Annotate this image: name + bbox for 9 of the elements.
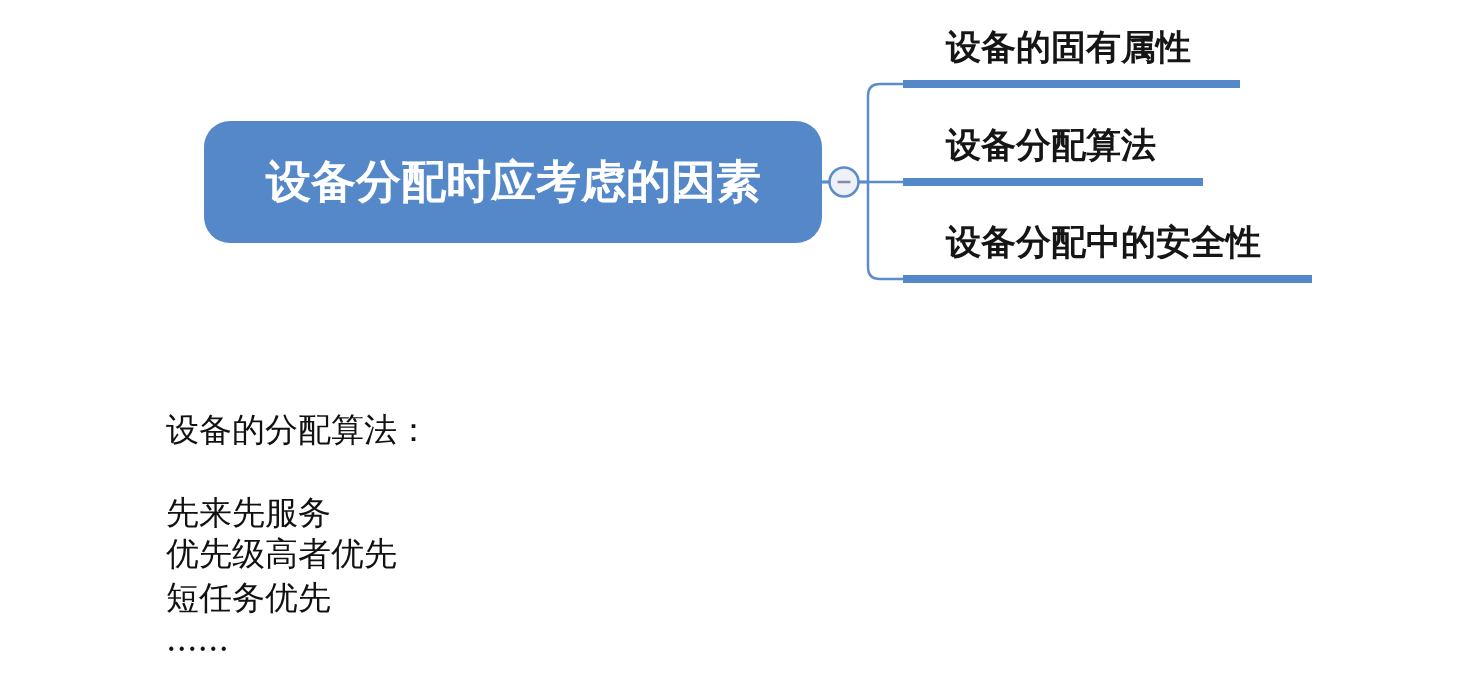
list-item: 优先级高者优先: [166, 534, 397, 574]
list-item: 短任务优先: [166, 578, 331, 618]
list-item: 先来先服务: [166, 493, 331, 533]
branch-topic: 设备分配算法: [903, 120, 1203, 186]
branch-topic: 设备的固有属性: [903, 22, 1240, 88]
root-topic-box: 设备分配时应考虑的因素: [204, 121, 822, 243]
heading-text: 设备的分配算法：: [166, 410, 430, 450]
ellipsis-text: ......: [166, 620, 229, 660]
branch-topic: 设备分配中的安全性: [903, 217, 1312, 283]
